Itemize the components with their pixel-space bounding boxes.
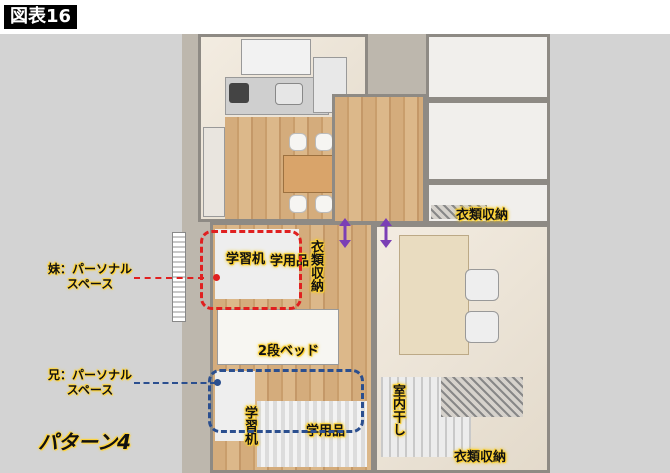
clothes-rack [441,377,523,417]
label-bunk-bed: 2段ベッド [258,344,320,359]
sister-space-label-line1: 妹：パーソナル [48,262,133,276]
sister-leader-dot [213,274,220,281]
closet-rack [431,205,487,219]
brother-leader-line [134,382,216,384]
closet-top [426,182,550,224]
double-arrow-icon [380,218,392,248]
sister-personal-space-outline [200,230,302,310]
brother-space-label: 兄：パーソナル スペース [48,368,132,398]
pattern-label: パターン4 [38,430,131,454]
chair [289,133,307,151]
sister-leader-line [134,277,204,279]
chair [315,133,333,151]
cushion [465,269,499,301]
bath-area [426,34,550,100]
double-arrow-icon [339,218,351,248]
cushion [465,311,499,343]
entrance-hall [332,94,426,224]
chair [289,195,307,213]
brother-space-label-line1: 兄：パーソナル [48,368,133,382]
upper-cabinet [241,39,311,75]
sink-icon [275,83,303,105]
brother-personal-space-outline [208,369,364,433]
desk-area-sister [215,229,299,299]
label-desk-brother: 学習机 [242,406,257,445]
tatami-mat [399,235,469,355]
desk-area-brother [215,371,255,441]
stove-icon [229,83,249,103]
bunk-bed [217,309,339,365]
brother-space-label-line2: スペース [66,383,114,397]
chair [315,195,333,213]
label-clothes-storage-bottom: 衣類収納 [454,450,507,465]
label-desk-sister: 学習机 [226,252,266,267]
dining-table [283,155,339,193]
brother-leader-dot [214,379,221,386]
shelf-unit [203,127,225,217]
figure-title-badge: 図表16 [4,5,78,29]
rug [257,401,367,467]
washroom [426,100,550,182]
sister-space-label: 妹：パーソナル スペース [48,262,132,292]
sister-space-label-line2: スペース [66,277,114,291]
label-clothes-storage-top: 衣類収納 [456,208,509,223]
japanese-room [374,224,550,473]
label-closet-vertical: 衣類収納 [308,240,323,292]
label-indoor-drying: 室内干し [390,384,405,436]
